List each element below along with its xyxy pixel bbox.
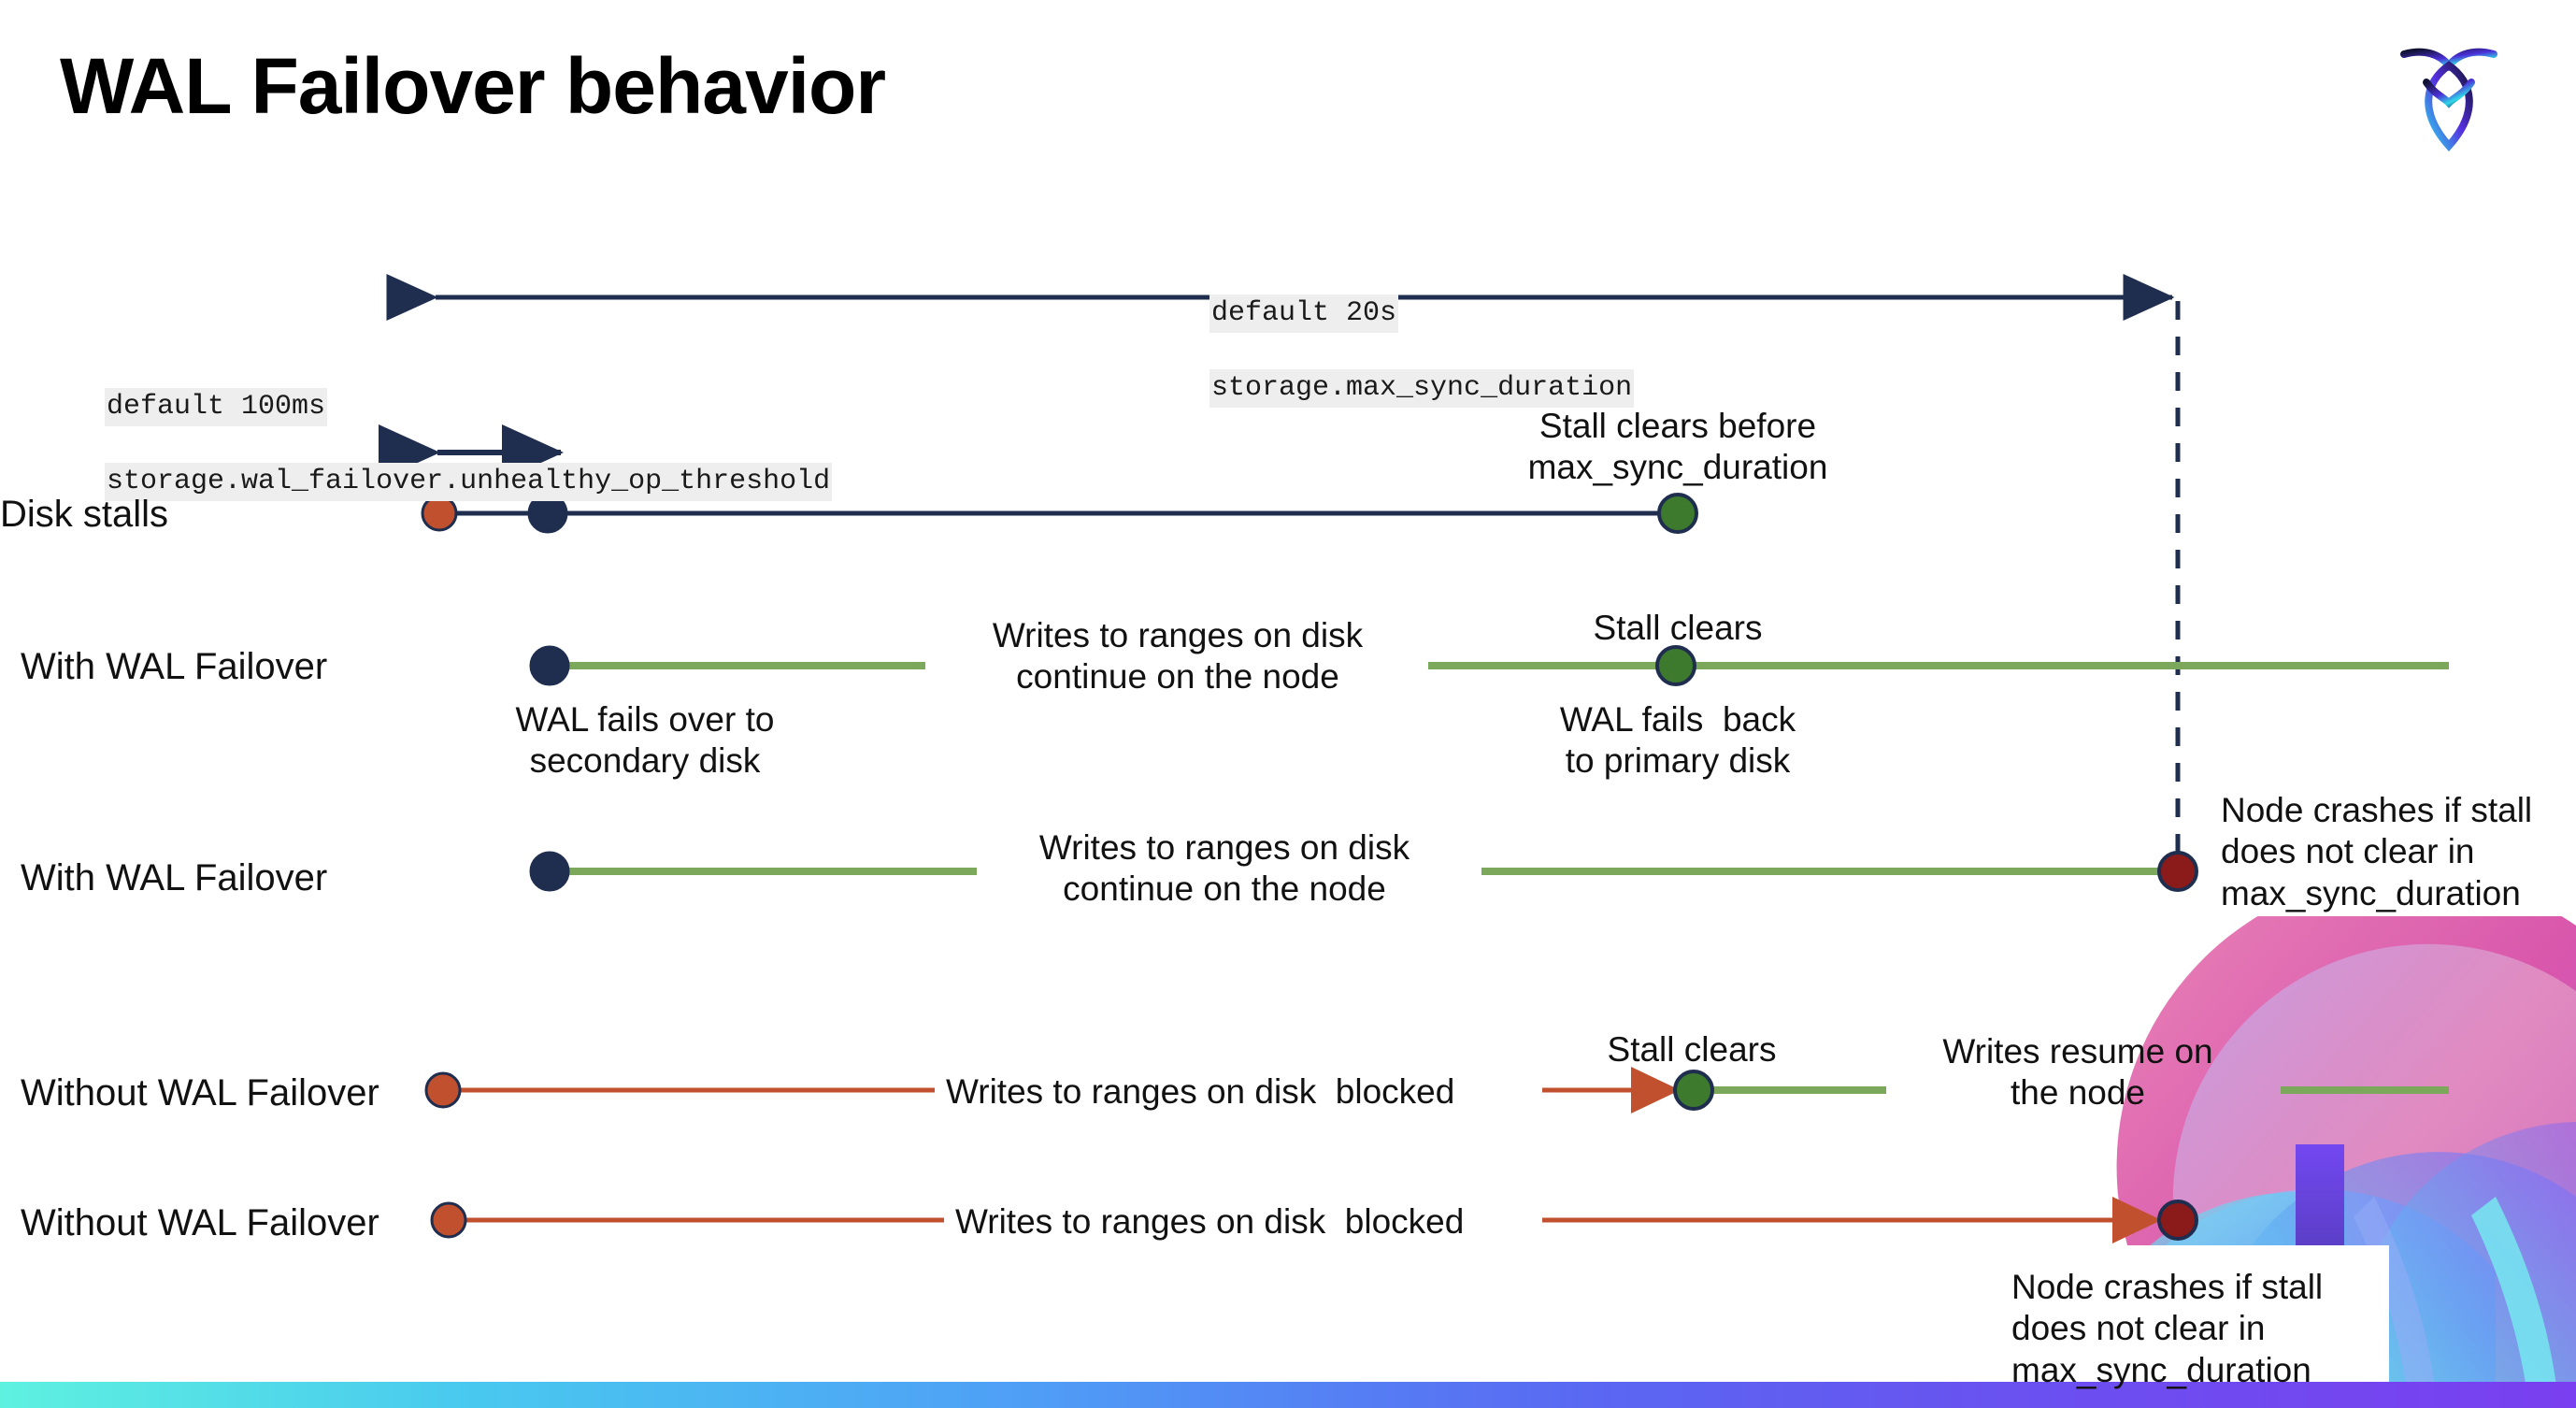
label-writes-continue-1: Writes to ranges on disk continue on the… [992,616,1364,697]
row-label-without-wal-failover-2: Without WAL Failover [21,1202,379,1243]
label-stall-clears-before-max-sync: Stall clears before max_sync_duration [1527,407,1828,487]
label-writes-blocked-2: Writes to ranges on disk blocked [955,1202,1465,1241]
row-label-without-wal-failover-1: Without WAL Failover [21,1072,379,1113]
annotation-unhealthy-default: default 100ms [105,388,328,426]
label-writes-blocked-1: Writes to ranges on disk blocked [946,1072,1455,1111]
row-label-with-wal-failover-1: With WAL Failover [21,646,328,687]
label-wal-fails-over-secondary: WAL fails over to secondary disk [515,700,775,781]
label-writes-resume: Writes resume on the node [1942,1032,2213,1113]
bottom-gradient-bar [0,1382,2576,1408]
annotation-max-sync-default: default 20s [1209,295,1399,333]
annotation-max-sync-duration: default 20s storage.max_sync_duration [1142,258,1635,444]
content-white-mask [0,1245,1970,1382]
row-label-disk-stalls: Disk stalls [0,494,169,535]
end-label-white-panel [1970,1245,2389,1408]
label-node-crashes-2: Node crashes if stall does not clear in … [2011,1268,2324,1389]
annotation-max-sync-setting: storage.max_sync_duration [1209,369,1635,408]
annotation-unhealthy-setting: storage.wal_failover.unhealthy_op_thresh… [105,463,833,501]
label-stall-clears-1: Stall clears [1593,609,1763,647]
label-node-crashes-1: Node crashes if stall does not clear in … [2221,791,2533,912]
cockroachdb-logo-icon [2393,34,2505,155]
row-label-with-wal-failover-2: With WAL Failover [21,857,328,898]
label-wal-fails-back-primary: WAL fails back to primary disk [1559,700,1796,781]
label-writes-continue-2: Writes to ranges on disk continue on the… [1038,828,1410,909]
page-title: WAL Failover behavior [60,42,886,130]
label-stall-clears-2: Stall clears [1607,1030,1777,1069]
annotation-unhealthy-op-threshold: default 100ms storage.wal_failover.unhea… [37,352,833,538]
